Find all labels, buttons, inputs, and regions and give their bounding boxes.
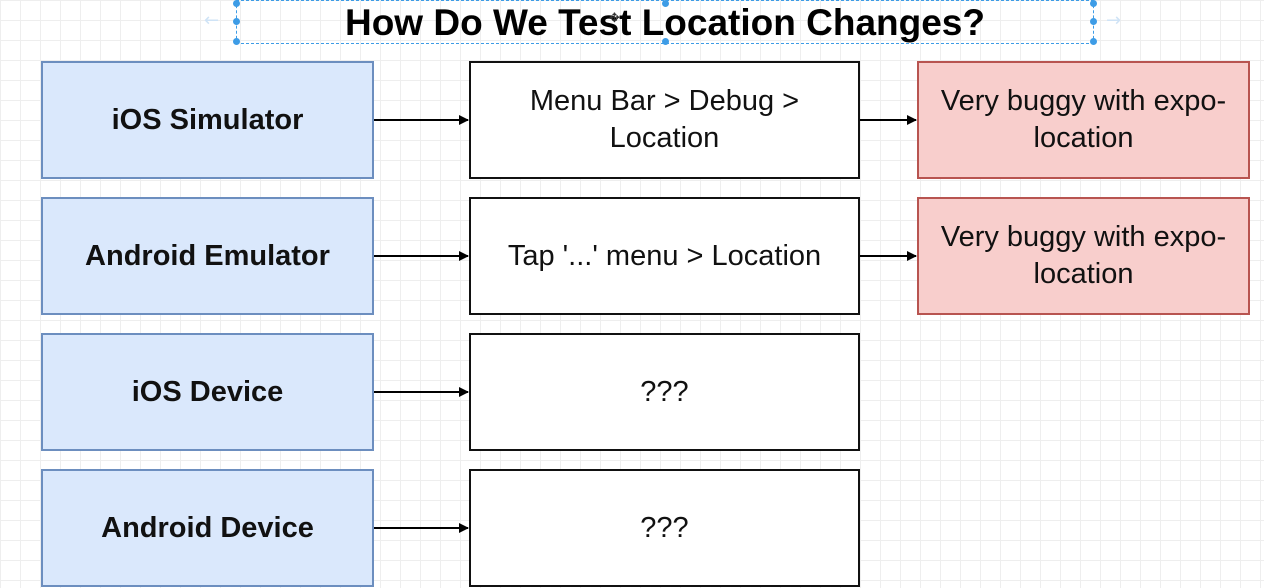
selection-handle[interactable]	[233, 38, 240, 45]
method-box-ios-simulator[interactable]: Menu Bar > Debug > Location	[469, 61, 860, 179]
selection-handle[interactable]	[662, 38, 669, 45]
selection-handle[interactable]	[1090, 38, 1097, 45]
method-box-android-emulator[interactable]: Tap '...' menu > Location	[469, 197, 860, 315]
note-box-ios-simulator[interactable]: Very buggy with expo-location	[917, 61, 1250, 179]
right-arrow-hint-icon[interactable]: →	[1106, 10, 1122, 31]
left-arrow-hint-icon[interactable]: ←	[204, 10, 220, 31]
method-box-ios-device[interactable]: ???	[469, 333, 860, 451]
selection-handle[interactable]	[1090, 18, 1097, 25]
selection-handle[interactable]	[1090, 0, 1097, 7]
platform-box-android-device[interactable]: Android Device	[41, 469, 374, 587]
platform-box-android-emulator[interactable]: Android Emulator	[41, 197, 374, 315]
platform-box-ios-device[interactable]: iOS Device	[41, 333, 374, 451]
selection-handle[interactable]	[233, 18, 240, 25]
selection-handle[interactable]	[662, 0, 669, 7]
selection-handle[interactable]	[233, 0, 240, 7]
method-box-android-device[interactable]: ???	[469, 469, 860, 587]
note-box-android-emulator[interactable]: Very buggy with expo-location	[917, 197, 1250, 315]
platform-box-ios-simulator[interactable]: iOS Simulator	[41, 61, 374, 179]
move-cursor-icon: ✥	[609, 11, 620, 26]
